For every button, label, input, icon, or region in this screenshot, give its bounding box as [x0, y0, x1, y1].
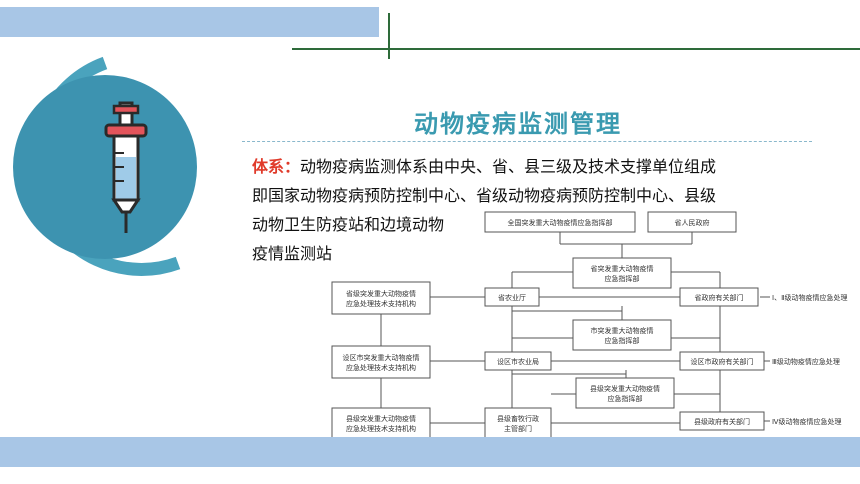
svg-text:县级突发重大动物疫情: 县级突发重大动物疫情 [590, 384, 660, 393]
svg-text:设区市突发重大动物疫情: 设区市突发重大动物疫情 [343, 353, 420, 362]
side-note-level4: Ⅳ级动物疫情应急处理 [772, 417, 841, 426]
svg-text:省政府有关部门: 省政府有关部门 [695, 293, 744, 302]
system-label: 体系： [252, 157, 301, 176]
slide-title: 动物疫病监测管理 [414, 110, 622, 138]
flow-node-prov-agri: 省农业厅 [484, 287, 540, 307]
description-line-4: 疫情监测站 [252, 244, 333, 263]
description-line-1: 体系：动物疫病监测体系由中央、省、县三级及技术支撑单位组成 [252, 157, 717, 176]
syringe-icon [104, 101, 148, 233]
flow-node-national: 全国突发重大动物疫情应急指挥部 [484, 211, 636, 233]
flow-node-city-dept: 设区市政府有关部门 [679, 351, 765, 371]
flow-node-prov-dept: 省政府有关部门 [679, 287, 759, 307]
header-bar [0, 7, 379, 37]
title-divider [242, 141, 812, 142]
syringe-badge [13, 56, 197, 276]
svg-text:省农业厅: 省农业厅 [498, 293, 526, 302]
emergency-command-flowchart: 全国突发重大动物疫情应急指挥部省人民政府省突发重大动物疫情应急指挥部省农业厅省政… [331, 211, 848, 438]
header-divider-horizontal [292, 48, 860, 50]
header-divider-vertical [388, 13, 390, 59]
svg-text:设区市政府有关部门: 设区市政府有关部门 [691, 357, 754, 366]
svg-text:应急处理技术支持机构: 应急处理技术支持机构 [346, 299, 416, 308]
svg-text:县级政府有关部门: 县级政府有关部门 [694, 417, 750, 426]
svg-text:主管部门: 主管部门 [504, 424, 532, 433]
footer-bar [0, 437, 860, 467]
flow-node-prov-gov: 省人民政府 [647, 211, 737, 233]
svg-text:应急指挥部: 应急指挥部 [608, 394, 643, 403]
side-note-level3: Ⅲ级动物疫情应急处理 [772, 357, 840, 366]
svg-text:市突发重大动物疫情: 市突发重大动物疫情 [591, 326, 654, 335]
svg-text:应急处理技术支持机构: 应急处理技术支持机构 [346, 424, 416, 433]
svg-text:县级畜牧行政: 县级畜牧行政 [497, 414, 539, 423]
svg-text:设区市农业局: 设区市农业局 [497, 357, 539, 366]
flow-node-city-agri: 设区市农业局 [484, 351, 552, 371]
svg-text:全国突发重大动物疫情应急指挥部: 全国突发重大动物疫情应急指挥部 [508, 218, 613, 227]
description-line-3: 动物卫生防疫站和边境动物 [252, 215, 445, 234]
svg-text:应急指挥部: 应急指挥部 [605, 336, 640, 345]
description-line-2: 即国家动物疫病预防控制中心、省级动物疫病预防控制中心、县级 [252, 186, 717, 205]
svg-text:应急处理技术支持机构: 应急处理技术支持机构 [346, 363, 416, 372]
svg-text:省突发重大动物疫情: 省突发重大动物疫情 [591, 264, 654, 273]
side-note-level1: Ⅰ、Ⅱ级动物疫情应急处理 [772, 293, 848, 302]
flow-node-county-dept: 县级政府有关部门 [679, 411, 765, 431]
svg-text:省级突发重大动物疫情: 省级突发重大动物疫情 [346, 289, 416, 298]
svg-text:省人民政府: 省人民政府 [675, 218, 710, 227]
svg-text:应急指挥部: 应急指挥部 [605, 274, 640, 283]
svg-text:县级突发重大动物疫情: 县级突发重大动物疫情 [346, 414, 416, 423]
